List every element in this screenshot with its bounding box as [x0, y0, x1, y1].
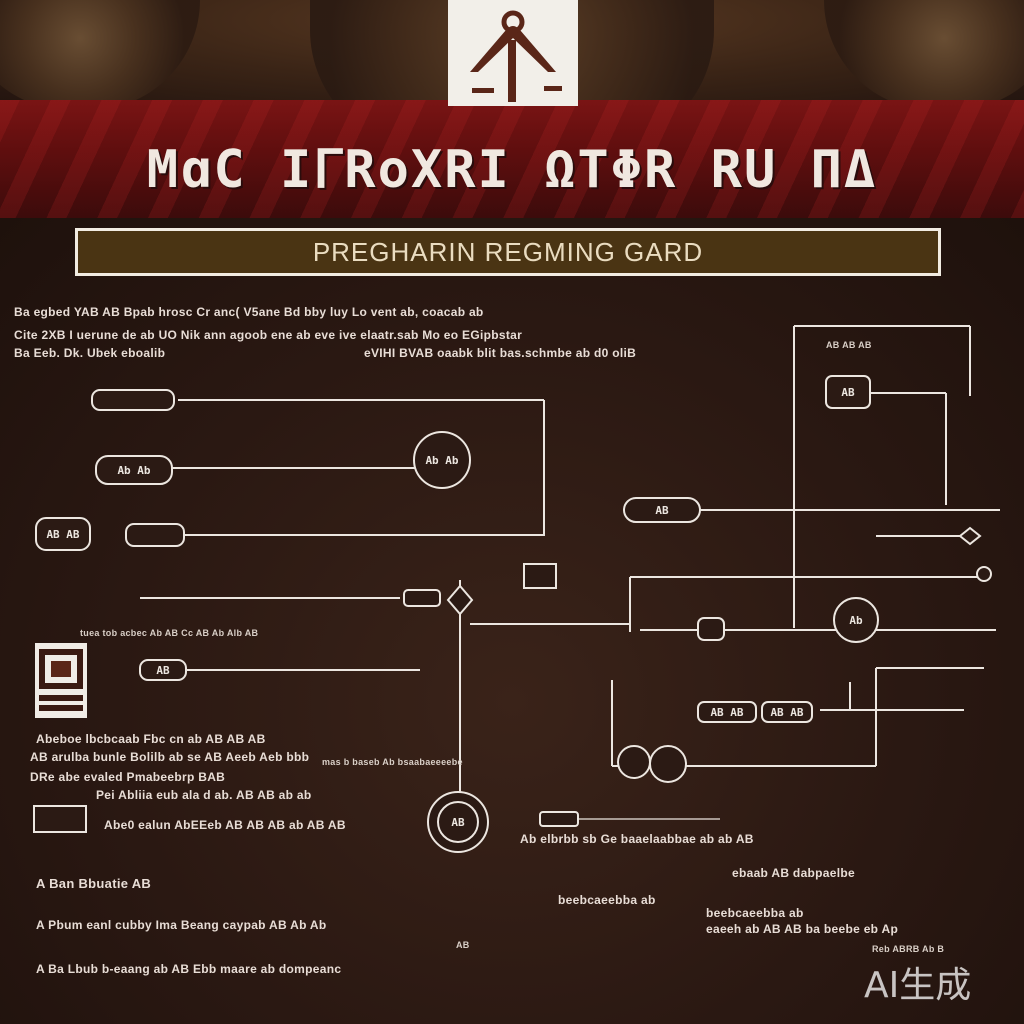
lower-right-line-1: ebaab AB dabpaelbe [732, 866, 855, 880]
subtitle-banner: PREGHARIN REGMING GARD [75, 228, 941, 276]
intro-line-3: Ba Eeb. Dk. Ubek eboalib [14, 346, 166, 360]
component-label-c12: AB [451, 816, 465, 829]
red-band [0, 100, 1024, 218]
lower-right-line-2a: beebcaeebba ab [558, 893, 656, 907]
component-c9: Ab [697, 526, 992, 643]
component-c12: AB [427, 791, 489, 853]
bottom-left-heading: A Ban Bbuatie AB [36, 876, 152, 891]
component-c5 [403, 563, 557, 616]
left-line-1: Abeboe lbcbcaab Fbc cn ab AB AB AB [36, 732, 266, 746]
harness-left [140, 399, 545, 800]
bottom-left-line-1: A Pbum eanl cubby Ima Beang caypab AB Ab… [36, 918, 327, 932]
lower-right-line-3: eaeeh ab AB AB ba beebe eb Ap [706, 922, 899, 936]
component-label-c8: AB [655, 504, 669, 517]
component-label-c9: Ab [849, 614, 863, 627]
connector-lower [33, 805, 720, 833]
lower-right-line-2b: beebcaeebba ab [706, 906, 804, 920]
lower-left-line: Abe0 ealun AbEEeb AB AB AB ab AB AB [104, 818, 346, 832]
component-c1 [91, 389, 175, 411]
component-label-c6: AB [156, 664, 170, 677]
component-label-c4: Ab Ab [425, 454, 458, 467]
center-line: mas b baseb Ab bsaabaeeeebe [322, 757, 463, 767]
intro-line-2: Cite 2XB I uerune de ab UO Nik ann agoob… [14, 328, 523, 342]
component-c2: Ab Ab [95, 455, 173, 485]
component-label-c2: Ab Ab [117, 464, 150, 477]
harness-right [470, 325, 1000, 767]
lower-center-line: Ab elbrbb sb Ge baaelaabbae ab ab AB [520, 832, 754, 846]
left-line-3: DRe abe evaled Pmabeebrp BAB [30, 770, 226, 784]
warning-tag [35, 643, 87, 718]
left-line-2: AB arulba bunle Bolilb ab se AB Aeeb Aeb… [30, 750, 310, 764]
watermark: AI生成 [864, 965, 972, 1006]
component-label-c10: AB AB [710, 706, 743, 719]
logo [448, 0, 578, 106]
component-label-c3: AB AB [46, 528, 79, 541]
page-title: MɑC IᒥRoXRI ΩTΦR RU ΠΔ [146, 140, 878, 200]
left-line-4: Pei Abliia eub ala d ab. AB AB ab ab [96, 788, 312, 802]
component-c3: AB AB [35, 517, 185, 551]
logo-icon [470, 10, 562, 102]
intro-line-1: Ba egbed YAB AB Bpab hrosc Cr anc( V5ane… [14, 305, 484, 319]
bottom-right-tag: Reb ABRB Ab B [872, 944, 945, 954]
bottom-left-line-2: A Ba Lbub b-eaang ab AB Ebb maare ab dom… [36, 962, 342, 976]
page-subtitle: PREGHARIN REGMING GARD [312, 237, 704, 267]
component-label-c11: AB AB [770, 706, 803, 719]
mid-left-label: tuea tob acbec Ab AB Cc AB Ab Alb AB [80, 628, 259, 638]
component-label-c7: AB [841, 386, 855, 399]
component-c10: AB AB AB AB [697, 701, 813, 723]
component-c7: AB [825, 375, 871, 409]
component-c8: AB [623, 497, 701, 523]
component-c11 [617, 745, 687, 783]
bottom-center-tag: AB [456, 940, 470, 950]
component-c4: Ab Ab [413, 431, 471, 489]
warning-tag-icon [39, 649, 83, 711]
component-c6: AB [139, 659, 187, 681]
top-right-label: AB AB AB [826, 340, 872, 350]
intro-line-4: eVIHI BVAB oaabk blit bas.schmbe ab d0 o… [364, 346, 637, 360]
